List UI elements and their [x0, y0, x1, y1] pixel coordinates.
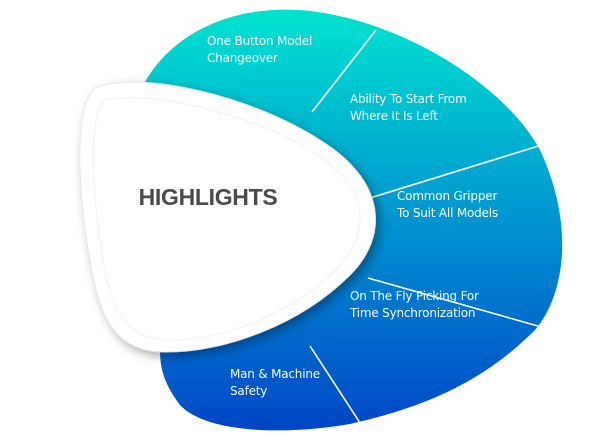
segment-text: Time Synchronization [350, 306, 476, 320]
segment-label: Ability To Start From Where It Is Left [350, 91, 467, 125]
segment-text: To Suit All Models [397, 206, 498, 220]
segment-text: Safety [230, 384, 268, 398]
segment-label: One Button Model Changeover [207, 33, 312, 67]
divider [369, 143, 546, 199]
segment-text: Changeover [207, 51, 278, 65]
segment-text: Man & Machine [230, 367, 320, 381]
segment-text: On The Fly Picking For [350, 289, 479, 303]
segment-label: On The Fly Picking For Time Synchronizat… [350, 288, 479, 322]
center-title: HIGHLIGHTS [138, 184, 278, 210]
center-blob [79, 81, 376, 353]
segment-text: Common Gripper [397, 189, 498, 203]
divider [309, 345, 365, 430]
divider [311, 29, 377, 113]
segment-text: Ability To Start From [350, 92, 467, 106]
divider [367, 277, 546, 329]
segment-text: Where It Is Left [350, 109, 438, 123]
segment-label: Man & Machine Safety [230, 366, 320, 400]
segment-label: Common Gripper To Suit All Models [397, 188, 498, 222]
segment-text: One Button Model [207, 34, 313, 48]
